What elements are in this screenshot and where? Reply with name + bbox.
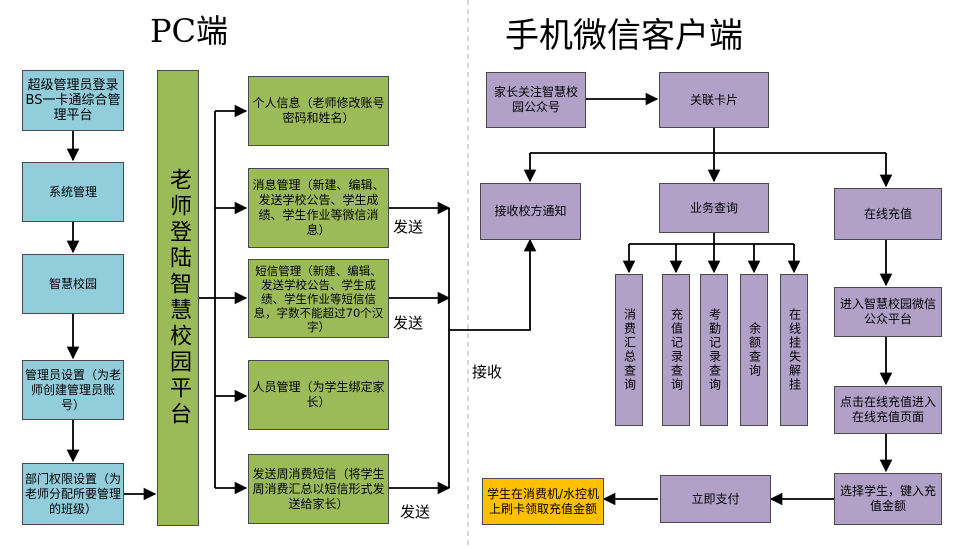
node-enter-platform: 进入智慧校园微信公众平台: [834, 287, 942, 337]
arrow-to-receive-notice: [449, 238, 537, 331]
node-weekly-sms: 发送周消费短信（将学生周消费汇总以短信形式发送给家长）: [248, 454, 389, 524]
node-query-report-loss: 在线挂失解挂: [780, 274, 808, 426]
node-link-card: 关联卡片: [659, 72, 769, 128]
node-admin-settings: 管理员设置（为老师创建管理员账号）: [22, 360, 124, 420]
node-sms-manage: 短信管理（新建、编辑、发送学校公告、学生成绩、学生作业等短信信息，字数不能超过7…: [248, 259, 389, 338]
node-query-balance: 余额查询: [740, 274, 768, 426]
node-query-attendance: 考勤记录查询: [700, 274, 728, 426]
node-dept-permissions: 部门权限设置（为老师分配所要管理的班级）: [22, 463, 124, 525]
node-query-recharge-record: 充值记录查询: [662, 274, 690, 426]
heading-pc: PC端: [150, 12, 229, 50]
node-admin-login: 超级管理员登录BS一卡通综合管理平台: [22, 70, 124, 131]
node-query-consumption: 消费汇总查询: [615, 274, 643, 426]
node-receive-notice: 接收校方通知: [480, 183, 581, 240]
label-send-weekly: 发送: [400, 503, 431, 521]
node-follow-account: 家长关注智慧校园公众号: [486, 72, 586, 128]
node-smart-campus: 智慧校园: [22, 254, 124, 314]
node-message-manage: 消息管理（新建、编辑、发送学校公告、学生成绩、学生作业等微信消息）: [248, 168, 389, 248]
node-select-student: 选择学生，键入充值金额: [834, 473, 942, 525]
node-teacher-login: 老师登陆智慧校园平台: [157, 70, 199, 526]
label-send-message: 发送: [393, 218, 424, 236]
label-send-sms: 发送: [393, 314, 424, 332]
label-receive: 接收: [472, 363, 503, 381]
node-online-recharge: 在线充值: [834, 188, 942, 240]
node-system-manage: 系统管理: [22, 162, 124, 222]
node-claim-recharge: 学生在消费机/水控机上刷卡领取充值金额: [482, 478, 604, 525]
node-people-manage: 人员管理（为学生绑定家长）: [248, 360, 389, 430]
node-pay-now: 立即支付: [660, 475, 771, 523]
node-click-recharge: 点击在线充值进入在线充值页面: [834, 386, 942, 434]
node-business-query: 业务查询: [659, 183, 769, 233]
node-personal-info: 个人信息（老师修改账号密码和姓名）: [248, 76, 389, 146]
heading-mobile: 手机微信客户端: [505, 16, 743, 56]
